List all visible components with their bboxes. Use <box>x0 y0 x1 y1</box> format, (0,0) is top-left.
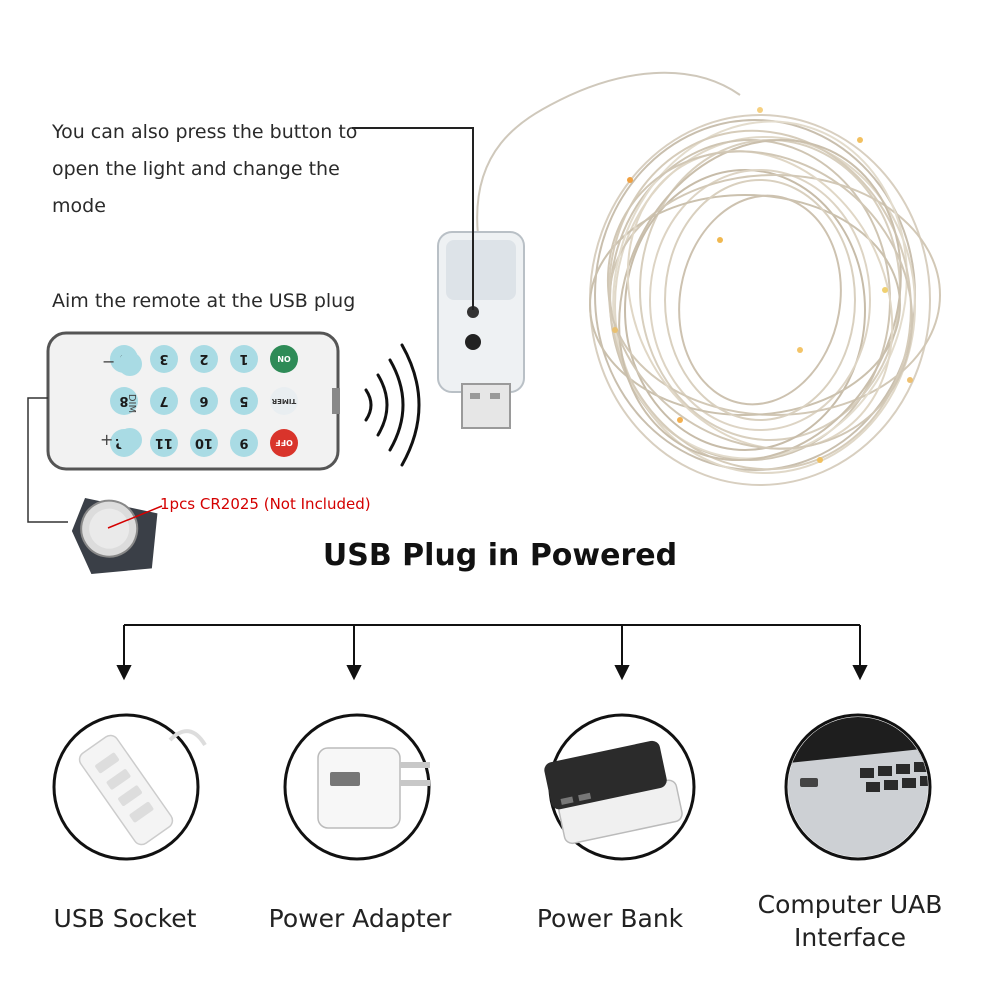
wire <box>476 71 741 236</box>
remote-key-10[interactable]: 10 <box>190 429 218 457</box>
battery-holder-icon <box>71 497 158 574</box>
power-strip-icon <box>52 713 207 861</box>
arrow-down-icon <box>614 665 630 681</box>
wall-adapter-icon <box>283 713 431 861</box>
arrow-down-icon <box>852 665 868 681</box>
remote-key-6[interactable]: 6 <box>190 387 218 415</box>
ir-signal-icon <box>364 343 421 467</box>
usb-socket-caption: USB Socket <box>53 904 197 933</box>
laptop-usb-port-icon <box>784 713 932 861</box>
arrow-down-icon <box>346 665 362 681</box>
distribution-lines <box>116 624 868 681</box>
remote-key-7[interactable]: 7 <box>150 387 178 415</box>
dim-plus-label: + <box>100 430 114 449</box>
button-note: You can also press the button to open th… <box>52 121 358 217</box>
remote-key-9[interactable]: 9 <box>230 429 258 457</box>
remote-key-timer[interactable]: TIMER <box>270 387 298 415</box>
arrow-down-icon <box>116 665 132 681</box>
remote-key-11[interactable]: 11 <box>150 429 178 457</box>
battery-pointer <box>107 505 163 529</box>
mode-button[interactable] <box>467 306 479 318</box>
remote-key-5[interactable]: 5 <box>230 387 258 415</box>
battery-note: 1pcs CR2025 (Not Included) <box>160 495 371 513</box>
ir-receiver <box>465 334 481 350</box>
button-leader-line <box>352 127 474 310</box>
dim-minus-label: − <box>102 352 116 371</box>
remote-key-on[interactable]: ON <box>270 345 298 373</box>
power-adapter-caption: Power Adapter <box>268 904 452 933</box>
remote-key-2[interactable]: 2 <box>190 345 218 373</box>
dim-down-key[interactable] <box>118 352 142 376</box>
usb-connector <box>461 383 511 429</box>
computer-interface-caption: Computer UAB Interface <box>757 890 943 952</box>
usb-controller-plug <box>437 231 525 429</box>
power-bank-icon <box>544 713 696 861</box>
remote-key-1[interactable]: 1 <box>230 345 258 373</box>
battery-leader-line <box>27 397 68 523</box>
dim-label: DIM <box>126 393 138 414</box>
dim-up-key[interactable] <box>118 428 142 452</box>
remote-side-labels: − DIM + <box>62 350 142 460</box>
fairy-light-coil <box>589 107 941 486</box>
remote-note: Aim the remote at the USB plug <box>52 290 356 312</box>
remote-key-3[interactable]: 3 <box>150 345 178 373</box>
headline: USB Plug in Powered <box>322 538 678 573</box>
remote-key-off[interactable]: OFF <box>270 429 298 457</box>
power-bank-caption: Power Bank <box>536 904 684 933</box>
